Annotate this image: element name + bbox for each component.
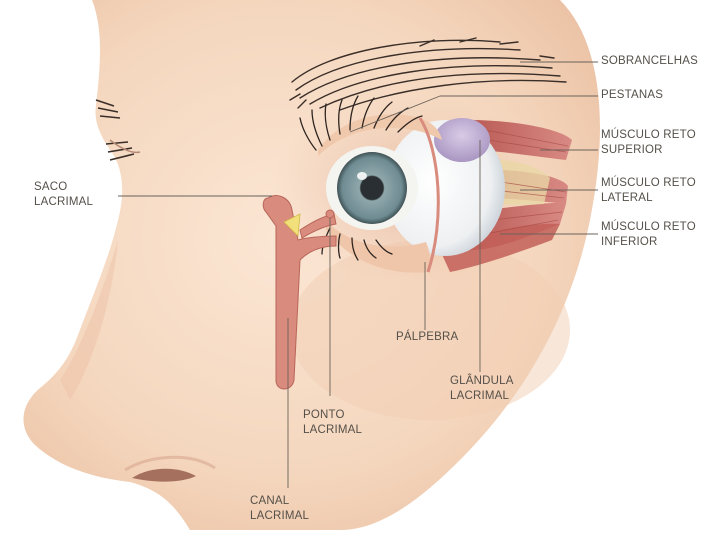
label-musculo-reto-lateral: MÚSCULO RETO LATERAL	[601, 176, 696, 206]
label-glandula-lacrimal: GLÂNDULA LACRIMAL	[450, 374, 514, 404]
label-musculo-reto-inferior: MÚSCULO RETO INFERIOR	[601, 220, 696, 250]
label-palpebra: PÁLPEBRA	[396, 330, 458, 345]
iris	[337, 152, 407, 224]
label-musculo-reto-superior: MÚSCULO RETO SUPERIOR	[601, 128, 696, 158]
label-sobrancelhas: SOBRANCELHAS	[601, 54, 698, 69]
label-pestanas: PESTANAS	[601, 88, 663, 103]
label-canal-lacrimal: CANAL LACRIMAL	[250, 494, 309, 524]
pupil-highlight	[357, 172, 367, 180]
lacrimal-gland-shape	[434, 118, 490, 162]
label-ponto-lacrimal: PONTO LACRIMAL	[303, 408, 362, 438]
label-saco-lacrimal: SACO LACRIMAL	[34, 180, 93, 210]
